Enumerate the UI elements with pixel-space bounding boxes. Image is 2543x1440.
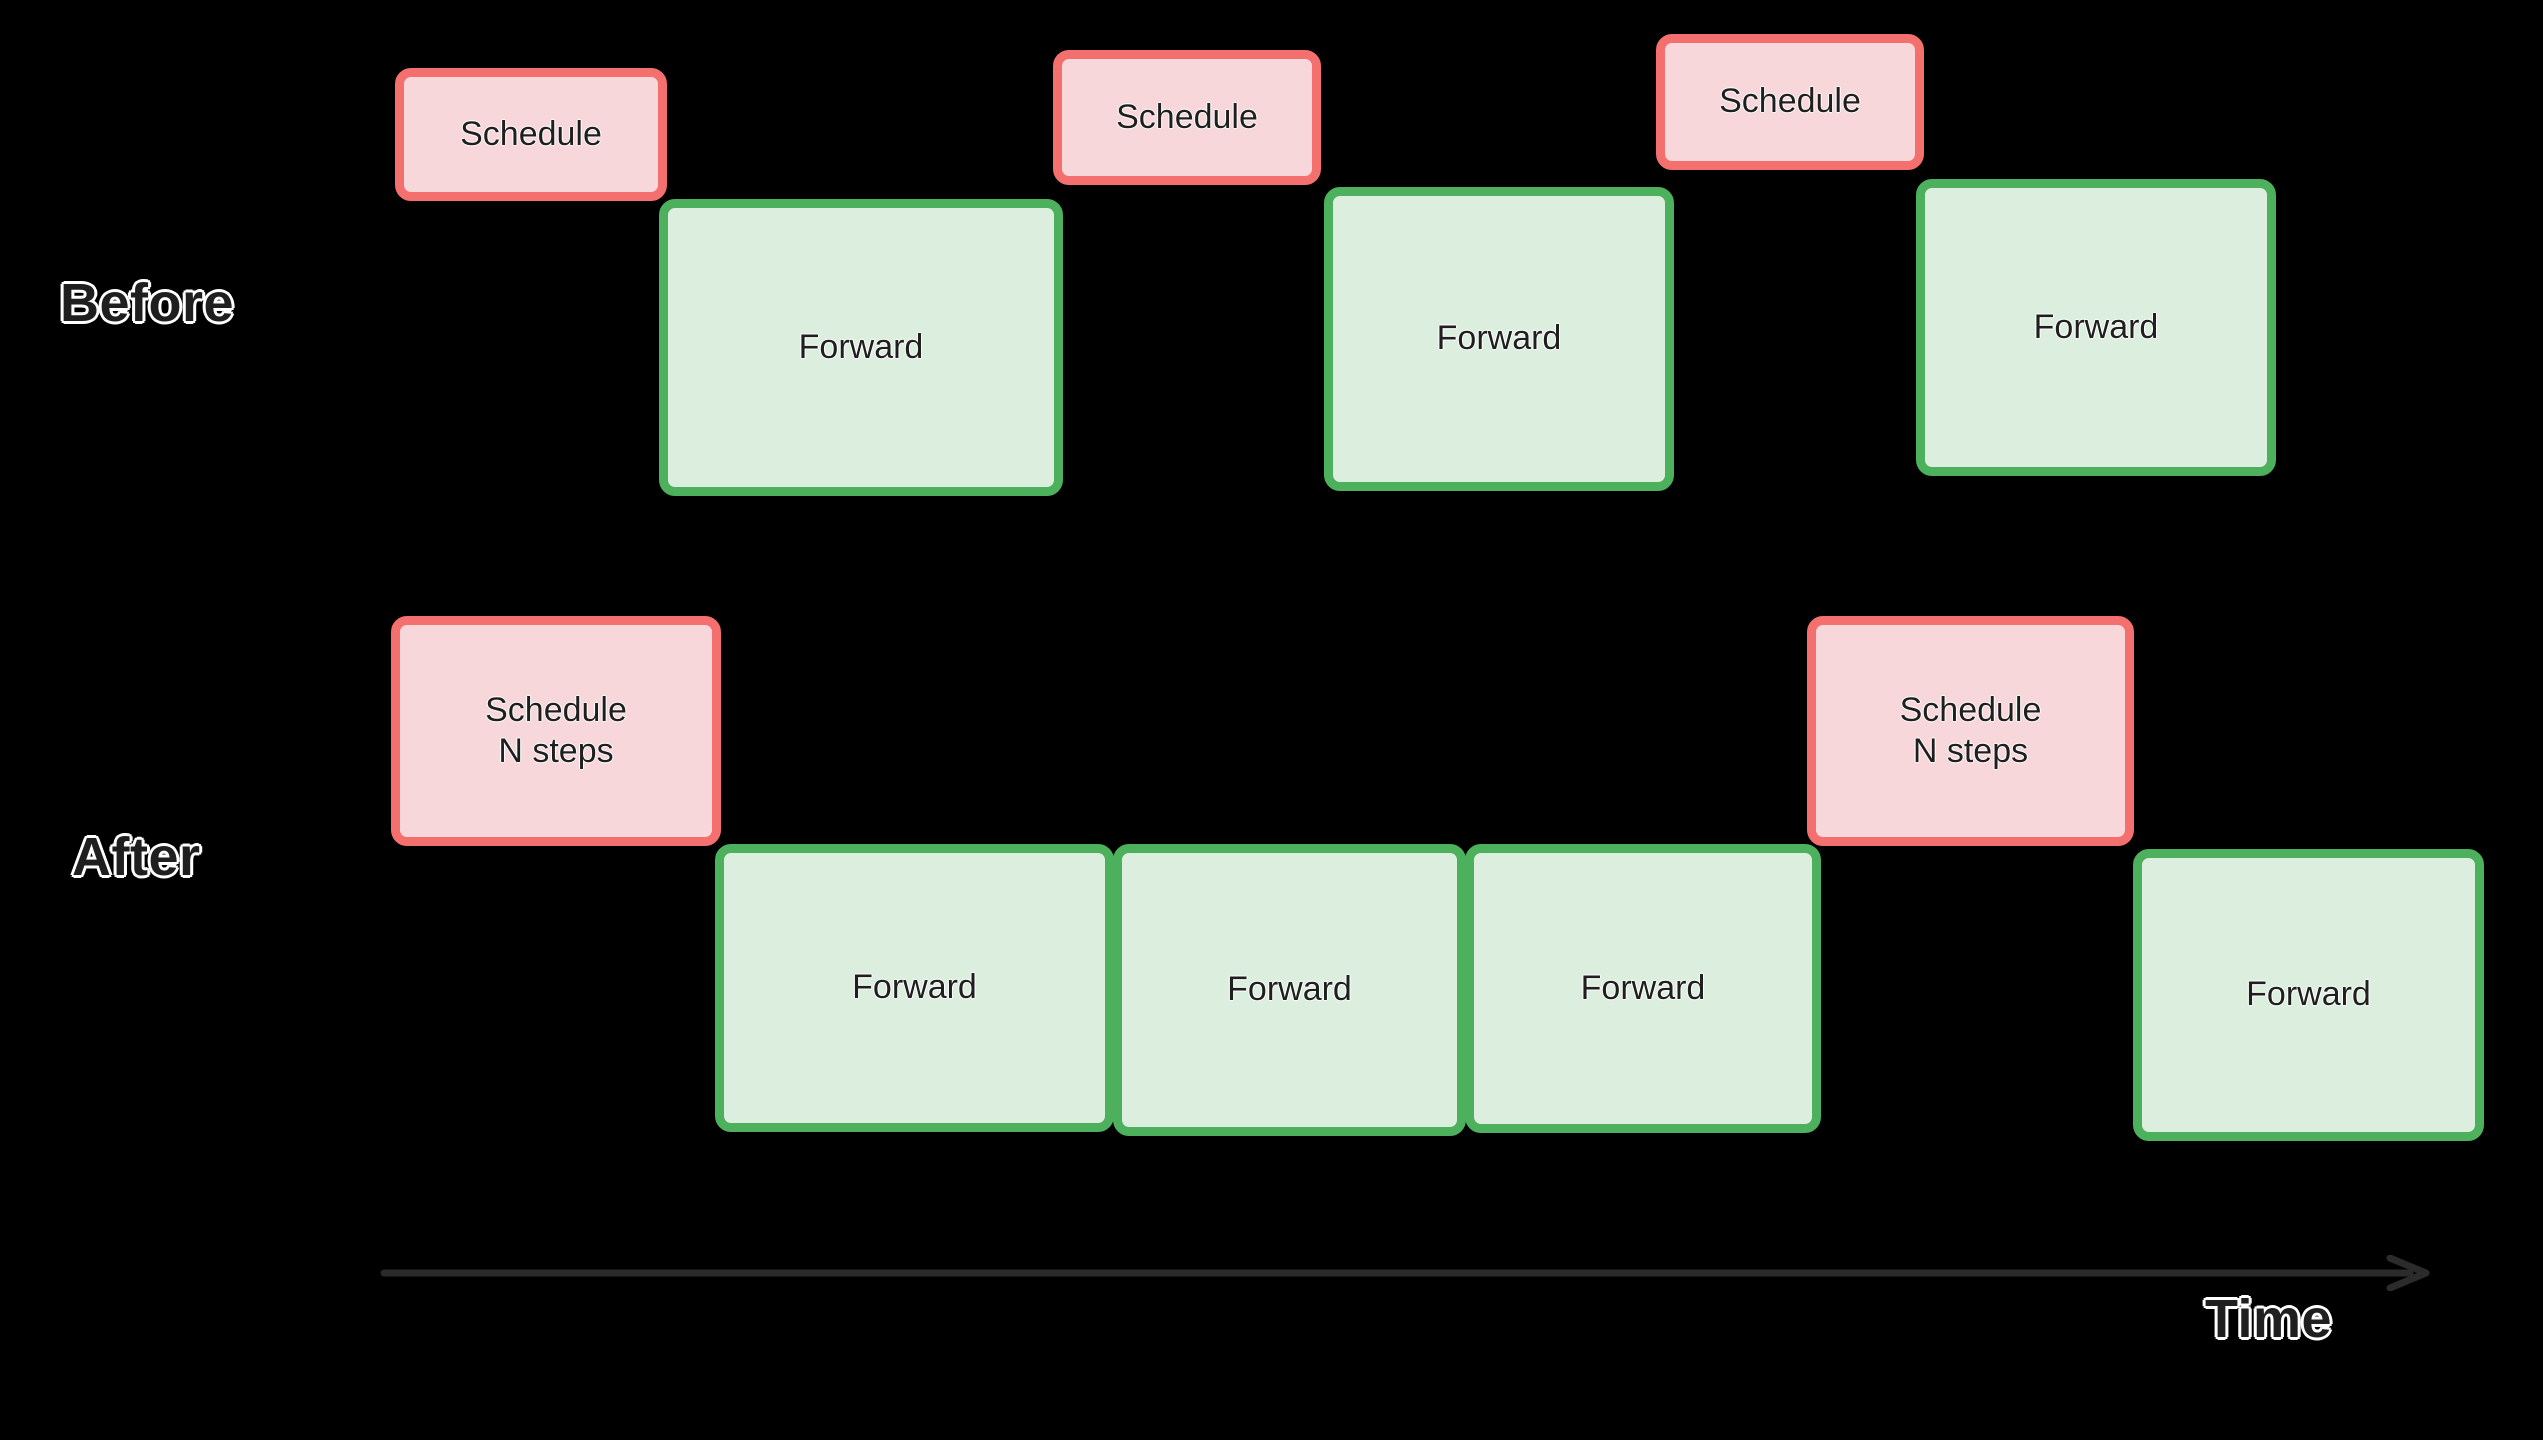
- block-label: Forward: [1227, 970, 1352, 1009]
- block-label: Schedule: [1116, 97, 1258, 136]
- block-label: Schedule: [460, 114, 602, 153]
- block-label: Forward: [852, 968, 977, 1007]
- time-axis-arrow: [380, 1255, 2440, 1291]
- after-forward-block-1[interactable]: Forward: [715, 844, 1114, 1132]
- block-label: Forward: [1580, 968, 1706, 1007]
- row-label-before: Before: [60, 273, 235, 333]
- block-label: Forward: [2033, 307, 2159, 346]
- axis-label-time: Time: [2205, 1289, 2333, 1349]
- before-schedule-block-1[interactable]: Schedule: [395, 68, 667, 201]
- before-forward-block-3[interactable]: Forward: [1916, 179, 2276, 476]
- before-schedule-block-2[interactable]: Schedule: [1053, 50, 1321, 185]
- block-label: Schedule N steps: [485, 690, 627, 770]
- block-label: Forward: [1436, 319, 1562, 358]
- block-label: Schedule N steps: [1899, 690, 2042, 770]
- after-schedule-block-2[interactable]: Schedule N steps: [1807, 616, 2134, 846]
- after-schedule-block-1[interactable]: Schedule N steps: [391, 616, 721, 846]
- before-forward-block-1[interactable]: Forward: [659, 199, 1063, 496]
- after-forward-block-4[interactable]: Forward: [2133, 849, 2484, 1141]
- block-label: Forward: [2246, 975, 2371, 1014]
- block-label: Forward: [798, 327, 924, 366]
- time-axis-arrowhead: [2386, 1255, 2430, 1291]
- after-forward-block-3[interactable]: Forward: [1465, 844, 1821, 1133]
- after-forward-block-2[interactable]: Forward: [1113, 844, 1466, 1136]
- block-label: Schedule: [1719, 82, 1861, 121]
- row-label-after: After: [72, 827, 201, 887]
- before-forward-block-2[interactable]: Forward: [1324, 187, 1674, 491]
- before-schedule-block-3[interactable]: Schedule: [1656, 34, 1924, 170]
